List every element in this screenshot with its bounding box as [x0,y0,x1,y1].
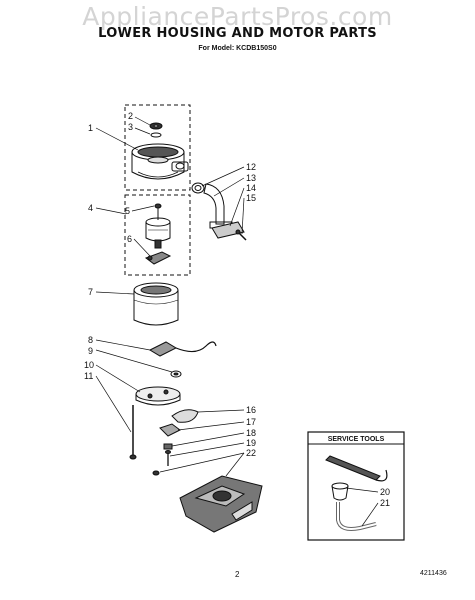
nut-part [149,122,163,130]
gasket-ring-part [191,182,205,194]
callout-18: 18 [246,428,256,438]
callout-11: 11 [84,371,93,381]
callout-2: 2 [128,111,133,121]
callout-22: 22 [246,448,256,458]
switch-wire-part [148,341,217,357]
insulation-pad-part [171,409,199,423]
callout-9: 9 [88,346,93,356]
callout-labels: 1 2 3 4 5 6 7 8 9 10 11 12 13 14 15 16 1… [84,111,390,508]
watermark: AppliancePartsPros.com [82,2,393,31]
screw-22-part [152,470,160,476]
motor-rotor-part [145,217,171,249]
callout-13: 13 [246,173,256,183]
callout-15: 15 [246,193,256,203]
callout-5: 5 [125,206,130,216]
elbow-flange-part [211,221,245,239]
shaft-nut-part [154,203,162,220]
callout-16: 16 [246,405,256,415]
callout-21: 21 [380,498,390,508]
stator-part [133,282,179,326]
callout-6: 6 [127,234,132,244]
assembly-group-4-box [124,194,191,276]
leader-lines [95,116,379,527]
washer-part [150,132,162,138]
callout-1: 1 [88,123,93,133]
assembly-group-1-box [124,104,191,191]
sound-shield-part [179,475,263,533]
service-tools-title: SERVICE TOOLS [327,436,385,443]
flange-screw-part [235,229,247,241]
small-screw-part [165,450,171,466]
clip-part [163,443,173,450]
service-tools-box [307,431,405,541]
callout-19: 19 [246,438,256,448]
callout-4: 4 [88,203,93,213]
long-bolt-part [129,405,137,460]
callout-7: 7 [88,287,93,297]
grommet-part [170,370,182,378]
model-subtitle: For Model: KCDB150S0 [198,45,277,52]
callout-12: 12 [246,162,256,172]
foam-pad-part [159,423,181,437]
page-title: LOWER HOUSING AND MOTOR PARTS [98,26,377,41]
end-plate-part [135,386,181,406]
document-number: 4211436 [420,570,447,577]
drain-tool [331,482,377,531]
page-number: 2 [235,570,240,579]
callout-20: 20 [380,487,390,497]
callout-3: 3 [128,122,133,132]
motor-bracket-part [144,251,172,265]
discharge-elbow-part [203,183,233,229]
callout-10: 10 [84,360,94,370]
callout-8: 8 [88,335,93,345]
callout-17: 17 [246,417,256,427]
callout-14: 14 [246,183,256,193]
motor-housing-part [131,143,189,180]
wrench-tool [325,455,388,482]
